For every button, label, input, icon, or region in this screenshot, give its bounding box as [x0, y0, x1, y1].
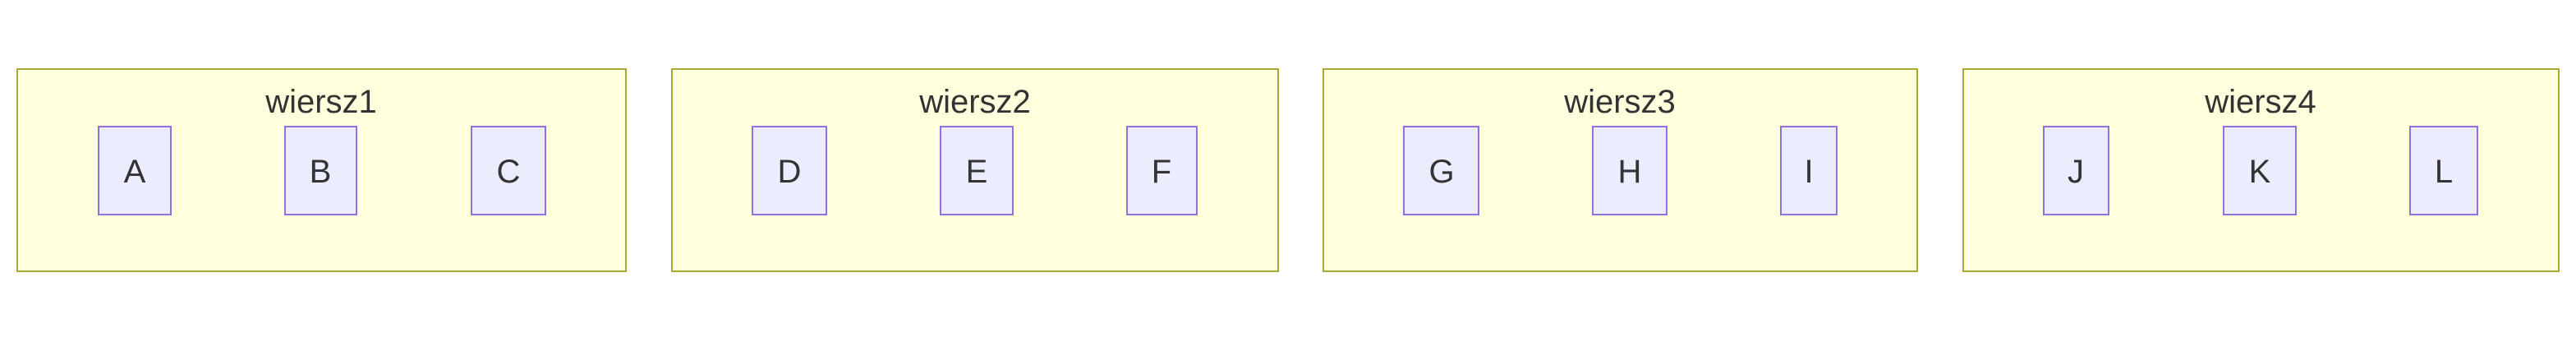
- node-box: [1592, 126, 1668, 215]
- node-a: A: [98, 126, 172, 215]
- node-label: J: [2068, 154, 2084, 190]
- node-i: I: [1780, 126, 1838, 215]
- node-box: [1403, 126, 1479, 215]
- subgraph-title: wiersz2: [918, 84, 1031, 120]
- node-k: K: [2223, 126, 2297, 215]
- node-label: C: [497, 154, 521, 190]
- subgraph-title: wiersz4: [2204, 84, 2316, 120]
- subgraph-title: wiersz1: [264, 84, 377, 120]
- node-box: [940, 126, 1014, 215]
- node-label: E: [966, 154, 988, 190]
- node-b: B: [284, 126, 357, 215]
- node-d: D: [752, 126, 827, 215]
- node-e: E: [940, 126, 1014, 215]
- node-label: H: [1618, 154, 1642, 190]
- node-box: [98, 126, 172, 215]
- subgraph-title: wiersz3: [1563, 84, 1676, 120]
- node-box: [752, 126, 827, 215]
- node-c: C: [471, 126, 546, 215]
- node-j: J: [2043, 126, 2109, 215]
- node-box: [284, 126, 357, 215]
- node-h: H: [1592, 126, 1668, 215]
- node-f: F: [1126, 126, 1198, 215]
- node-box: [1780, 126, 1838, 215]
- node-label: L: [2435, 154, 2453, 190]
- node-label: F: [1152, 154, 1171, 190]
- node-label: A: [124, 154, 146, 190]
- node-box: [1126, 126, 1198, 215]
- subgraph-wiersz2: wiersz2 D E F: [671, 68, 1279, 272]
- node-l: L: [2409, 126, 2478, 215]
- node-label: I: [1804, 154, 1813, 190]
- node-box: [471, 126, 546, 215]
- node-label: D: [778, 154, 802, 190]
- node-box: [2409, 126, 2478, 215]
- node-label: B: [310, 154, 332, 190]
- node-label: G: [1428, 154, 1454, 190]
- node-box: [2223, 126, 2297, 215]
- subgraph-wiersz3: wiersz3 G H I: [1322, 68, 1918, 272]
- node-label: K: [2249, 154, 2271, 190]
- node-g: G: [1403, 126, 1479, 215]
- subgraph-wiersz1: wiersz1 A B C: [16, 68, 627, 272]
- node-box: [2043, 126, 2109, 215]
- subgraph-wiersz4: wiersz4 J K L: [1962, 68, 2560, 272]
